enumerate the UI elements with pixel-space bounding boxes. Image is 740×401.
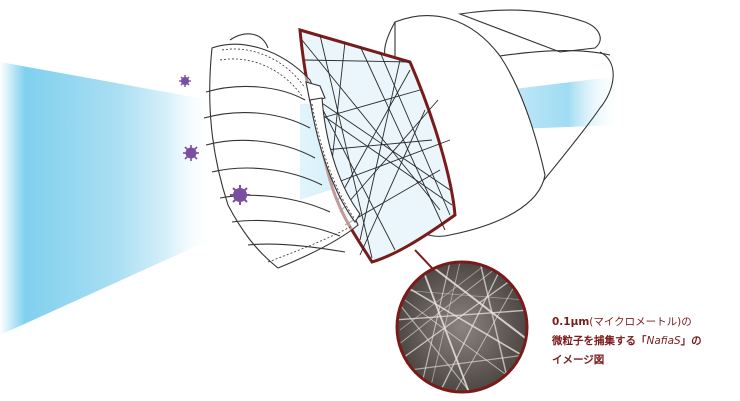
caption-brand: NafiaS	[646, 335, 681, 347]
fiber-magnifier	[395, 260, 529, 394]
caption-line-1: 0.1µm(マイクロメートル)の	[552, 313, 737, 332]
caption-desc: 微粒子を捕集する「	[552, 335, 647, 347]
virus-particle-icon	[183, 145, 199, 161]
magnifier-connector	[414, 249, 433, 269]
caption-text: 0.1µm(マイクロメートル)の 微粒子を捕集する「NafiaS」の イメージ図	[552, 313, 737, 370]
caption-line-2: 微粒子を捕集する「NafiaS」の	[552, 332, 737, 351]
caption-size: 0.1µm	[552, 316, 590, 328]
virus-particle-icon	[230, 185, 250, 205]
caption-desc-end: 」の	[680, 335, 702, 347]
caption-unit: (マイクロメートル)の	[589, 316, 692, 328]
mask-layer-outer	[203, 33, 361, 269]
virus-particle-icon	[179, 75, 191, 87]
caption-line-3: イメージ図	[552, 354, 605, 366]
